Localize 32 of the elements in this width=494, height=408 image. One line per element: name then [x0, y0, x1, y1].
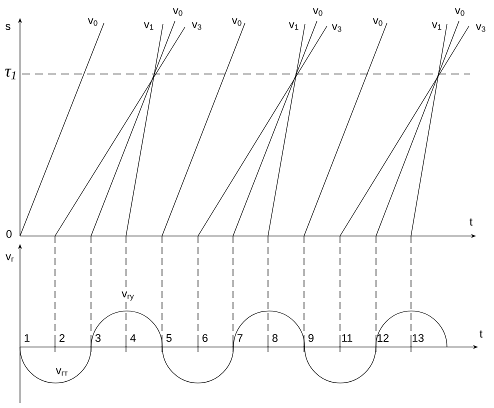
- curve-label: v$_{гу}$: [121, 290, 135, 302]
- point-number: 8: [272, 334, 278, 342]
- point-number: 4: [130, 334, 136, 342]
- axis-label: s: [6, 24, 10, 30]
- axis-label: t: [480, 330, 482, 338]
- point-number: 11: [342, 334, 352, 342]
- axis-label: τ$_{1}$: [5, 68, 16, 80]
- axis-label: v$_{г}$: [6, 254, 14, 262]
- point-number: 6: [202, 334, 208, 342]
- line-label: v$_{0}$: [172, 8, 182, 16]
- point-number: 9: [308, 334, 314, 342]
- line-label: v$_{1}$: [432, 22, 442, 30]
- point-number: 13: [412, 334, 424, 342]
- line-label: v$_{1}$: [288, 22, 298, 30]
- line-label: v$_{0}$: [372, 18, 382, 26]
- point-number: 12: [378, 334, 389, 342]
- line-label: v$_{1}$: [144, 22, 154, 30]
- point-number: 5: [166, 334, 172, 342]
- curve-label: v$_{гт}$: [55, 368, 69, 376]
- axis-label: t: [470, 218, 472, 226]
- line-label: v$_{0}$: [232, 18, 242, 26]
- point-number: 2: [60, 334, 65, 342]
- point-number: 7: [238, 334, 243, 342]
- line-label: v$_{3}$: [476, 24, 486, 32]
- point-number: 1: [24, 334, 30, 342]
- line-label: v$_{3}$: [192, 22, 202, 30]
- line-label: v$_{0}$: [88, 18, 98, 26]
- point-number: 3: [95, 334, 101, 342]
- axis-label: 0: [6, 230, 12, 238]
- line-label: v$_{0}$: [454, 8, 464, 16]
- line-label: v$_{0}$: [312, 8, 322, 16]
- line-label: v$_{3}$: [332, 24, 342, 32]
